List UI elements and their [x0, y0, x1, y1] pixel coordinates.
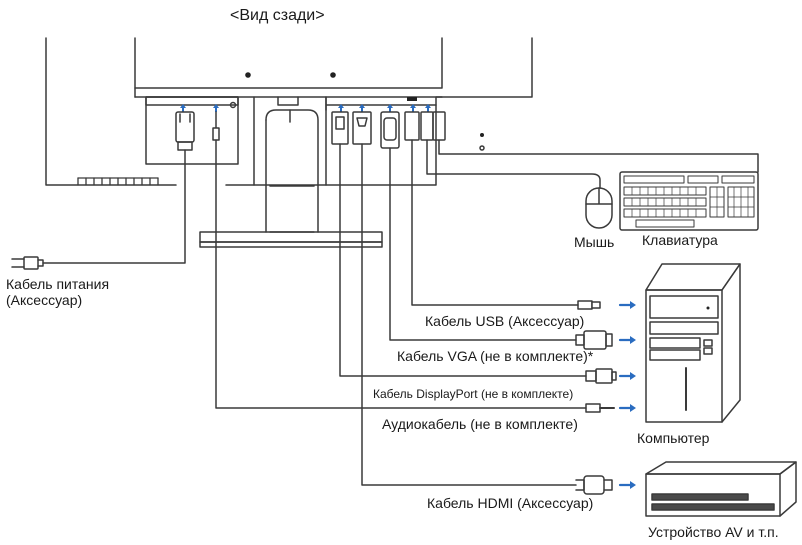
usb-cable-line — [404, 111, 579, 306]
monitor-stand — [199, 109, 383, 248]
keyboard-label: Клавиатура — [642, 232, 718, 248]
vga-cable-line — [380, 111, 577, 341]
power-cable-label: Кабель питания (Аксессуар) — [6, 276, 110, 308]
monitor-rear — [45, 37, 533, 186]
mouse-device — [585, 187, 613, 229]
hdmi-cable-line — [352, 111, 577, 486]
audio-cable-label: Аудиокабель (не в комплекте) — [382, 416, 578, 432]
av-device-label: Устройство AV и т.п. — [648, 524, 779, 540]
av-device — [645, 461, 797, 517]
displayport-plug — [585, 368, 617, 384]
power-cable — [11, 111, 195, 270]
keyboard-device — [619, 171, 759, 231]
usb-cable-label: Кабель USB (Аксессуар) — [425, 313, 585, 329]
mouse-label: Мышь — [574, 234, 615, 250]
port-arrows — [180, 104, 431, 112]
displayport-cable-label: Кабель DisplayPort (не в комплекте) — [373, 387, 574, 401]
page-title: <Вид сзади> — [230, 7, 325, 24]
hdmi-plug — [575, 475, 613, 495]
usb-plug — [577, 300, 601, 310]
usb-peripheral-cables — [420, 111, 759, 189]
direction-arrows — [618, 301, 636, 489]
vga-cable-label: Кабель VGA (не в комплекте)* — [397, 348, 594, 364]
displayport-cable-line — [331, 111, 587, 377]
hdmi-cable-label: Кабель HDMI (Аксессуар) — [427, 495, 594, 511]
vent-slots — [77, 177, 159, 186]
computer-tower — [645, 263, 741, 423]
audio-plug — [585, 403, 615, 413]
vga-plug — [575, 330, 613, 350]
computer-label: Компьютер — [637, 430, 710, 446]
audio-cable-line — [212, 111, 587, 409]
